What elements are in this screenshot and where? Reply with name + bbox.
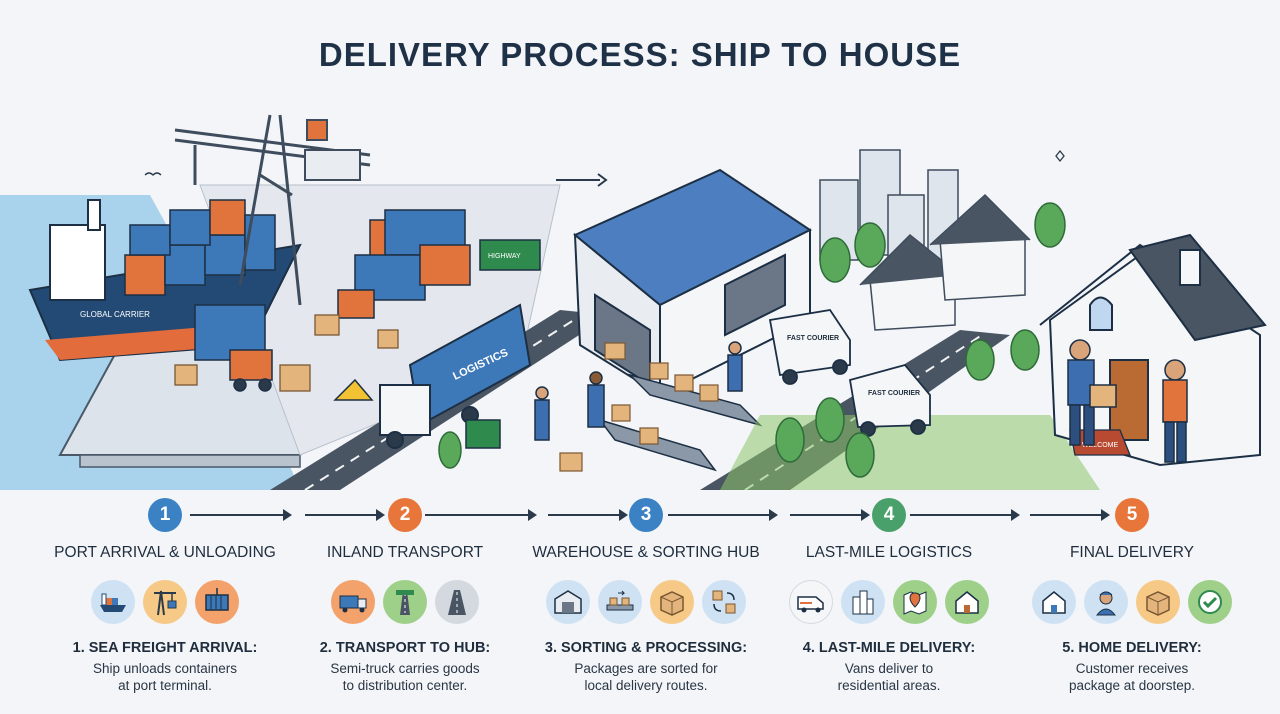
small-houses bbox=[859, 193, 1031, 331]
step-number-badge: 4 bbox=[872, 498, 906, 532]
forklifts bbox=[229, 289, 375, 392]
highway-sign-label: HIGHWAY bbox=[488, 253, 521, 260]
step-arrow-4b bbox=[1030, 509, 1110, 521]
step-arrow-2 bbox=[425, 509, 537, 521]
highway-icon bbox=[383, 580, 427, 624]
step-4: 4 LAST-MILE LOGISTICS 4. LAST-MILE DELIV… bbox=[769, 498, 1009, 694]
step-number-badge: 1 bbox=[148, 498, 182, 532]
step-title: WAREHOUSE & SORTING HUB bbox=[532, 544, 760, 561]
step-desc-head: 2. TRANSPORT TO HUB: bbox=[319, 640, 491, 656]
illustration-scene: GLOBAL CARRIER bbox=[0, 95, 1280, 490]
step-2: 2 INLAND TRANSPORT 2. TRANSPORT TO HUB: … bbox=[285, 498, 525, 694]
step-number-badge: 5 bbox=[1115, 498, 1149, 532]
cargo-ship-icon bbox=[91, 580, 135, 624]
main-house bbox=[1039, 233, 1267, 467]
step-number-badge: 2 bbox=[388, 498, 422, 532]
step-desc-body: Packages are sorted for local delivery r… bbox=[574, 661, 718, 693]
box-icon bbox=[1136, 580, 1180, 624]
step-arrow-1b bbox=[305, 509, 385, 521]
semi-truck bbox=[379, 303, 532, 449]
step-desc-body: Semi-truck carries goods to distribution… bbox=[330, 661, 480, 693]
road-icon bbox=[435, 580, 479, 624]
highway-sign bbox=[479, 239, 541, 271]
container-icon bbox=[195, 580, 239, 624]
crane-icon bbox=[143, 580, 187, 624]
step-number-badge: 3 bbox=[629, 498, 663, 532]
warehouse bbox=[573, 168, 812, 397]
map-pin-icon bbox=[893, 580, 937, 624]
process-steps: 1 PORT ARRIVAL & UNLOADING 1. SEA FREIGH… bbox=[0, 498, 1280, 708]
ship-containers bbox=[124, 199, 276, 296]
conveyor-icon bbox=[598, 580, 642, 624]
ship-label: GLOBAL CARRIER bbox=[80, 310, 150, 319]
home-icon bbox=[1032, 580, 1076, 624]
scene-svg: GLOBAL CARRIER bbox=[0, 114, 1267, 490]
step-5: 5 FINAL DELIVERY 5. HOME DELIVERY: Custo… bbox=[1012, 498, 1252, 694]
step-arrow-3b bbox=[790, 509, 870, 521]
van-label-2: FAST COURIER bbox=[868, 390, 920, 397]
step-arrow-2b bbox=[548, 509, 628, 521]
courier-icon bbox=[1084, 580, 1128, 624]
city-icon bbox=[841, 580, 885, 624]
customer-person bbox=[1162, 359, 1188, 463]
step-arrow-4 bbox=[910, 509, 1020, 521]
sorting-icon bbox=[702, 580, 746, 624]
cargo-boxes bbox=[174, 314, 399, 392]
van-icon bbox=[789, 580, 833, 624]
step-title: INLAND TRANSPORT bbox=[326, 544, 484, 561]
step-title: FINAL DELIVERY bbox=[1069, 544, 1195, 561]
step-1: 1 PORT ARRIVAL & UNLOADING 1. SEA FREIGH… bbox=[45, 498, 285, 694]
step-title: PORT ARRIVAL & UNLOADING bbox=[54, 544, 276, 561]
step-desc-body: Vans deliver to residential areas. bbox=[837, 661, 941, 693]
house-icon bbox=[945, 580, 989, 624]
gantry-crane bbox=[174, 114, 371, 306]
vans bbox=[768, 309, 931, 437]
workers bbox=[534, 341, 743, 441]
step-arrow-1 bbox=[190, 509, 292, 521]
step-arrow-3 bbox=[668, 509, 778, 521]
warehouse-icon bbox=[546, 580, 590, 624]
package-icon bbox=[650, 580, 694, 624]
trees bbox=[438, 202, 1066, 478]
step-3: 3 WAREHOUSE & SORTING HUB 3. SORTING & P… bbox=[526, 498, 766, 694]
step-desc-head: 4. LAST-MILE DELIVERY: bbox=[802, 640, 976, 656]
check-icon bbox=[1188, 580, 1232, 624]
van-label-1: FAST COURIER bbox=[787, 335, 839, 342]
welcome-mat-label: WELCOME bbox=[1082, 442, 1119, 449]
step-desc-head: 1. SEA FREIGHT ARRIVAL: bbox=[72, 640, 258, 656]
step-desc-head: 3. SORTING & PROCESSING: bbox=[544, 640, 748, 656]
semi-truck-icon bbox=[331, 580, 375, 624]
step-desc-body: Ship unloads containers at port terminal… bbox=[92, 661, 238, 693]
page-title: DELIVERY PROCESS: SHIP TO HOUSE bbox=[318, 36, 962, 73]
warning-sign bbox=[333, 378, 374, 401]
courier-person bbox=[1067, 339, 1117, 446]
step-desc-body: Customer receives package at doorstep. bbox=[1068, 661, 1196, 693]
step-desc-head: 5. HOME DELIVERY: bbox=[1062, 640, 1202, 656]
step-title: LAST-MILE LOGISTICS bbox=[805, 544, 973, 561]
